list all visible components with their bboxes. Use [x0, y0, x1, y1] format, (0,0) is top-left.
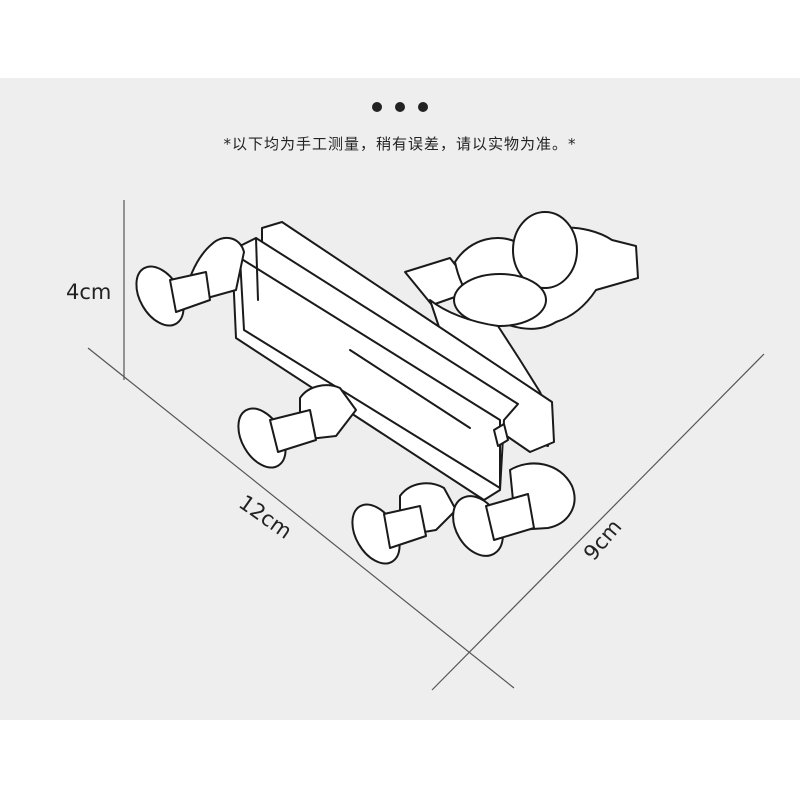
height-label: 4cm [66, 280, 112, 304]
depth-dimension-line [431, 353, 765, 691]
dots-separator-icon [372, 101, 428, 113]
dot-icon [395, 102, 405, 112]
dot-icon [418, 102, 428, 112]
phone-holder-icon [135, 211, 639, 565]
dot-icon [372, 102, 382, 112]
measurement-note: *以下均为手工测量，稍有误差，请以实物为准。* [223, 135, 577, 153]
width-dimension-line [87, 347, 515, 689]
